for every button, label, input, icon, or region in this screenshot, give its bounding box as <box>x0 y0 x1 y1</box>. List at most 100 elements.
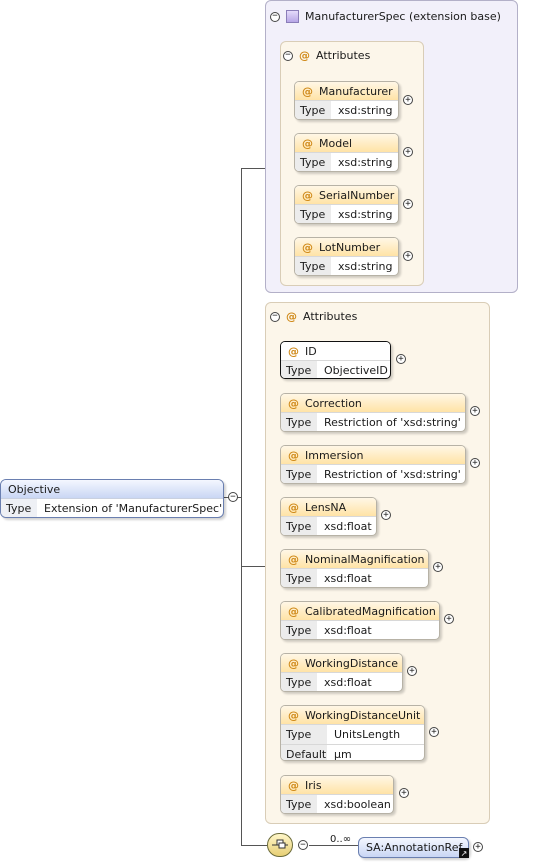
attribute-name: WorkingDistanceUnit <box>305 708 421 722</box>
connector-to-manufacturer-spec <box>241 168 266 169</box>
collapse-icon[interactable]: − <box>228 492 238 502</box>
type-key: Type <box>281 673 317 691</box>
attribute-model[interactable]: @ Model Type xsd:string <box>294 133 399 172</box>
attribute-icon: @ <box>288 448 299 462</box>
attribute-icon: @ <box>288 396 299 410</box>
expand-icon[interactable]: + <box>470 406 480 416</box>
attribute-immersion[interactable]: @ Immersion Type Restriction of 'xsd:strin… <box>280 445 466 484</box>
expand-icon[interactable]: + <box>396 354 406 364</box>
attribute-icon: @ <box>288 604 299 618</box>
attribute-id[interactable]: @ ID Type ObjectiveID <box>280 341 391 379</box>
collapse-icon[interactable]: − <box>283 50 293 61</box>
attribute-icon: @ <box>302 136 313 150</box>
default-key: Default <box>281 745 327 760</box>
type-key: Type <box>295 101 331 119</box>
attribute-name: Immersion <box>305 448 364 462</box>
type-value: Restriction of 'xsd:string' <box>324 468 461 481</box>
connector-to-attributes <box>241 566 266 567</box>
annotation-ref-element[interactable]: SA:AnnotationRef ↗ <box>358 837 469 858</box>
attribute-icon: @ <box>302 188 313 202</box>
type-key: Type <box>295 205 331 223</box>
manufacturer-spec-title: ManufacturerSpec (extension base) <box>305 10 501 23</box>
attribute-icon: @ <box>288 708 299 722</box>
type-value: xsd:string <box>338 104 393 117</box>
cardinality-label: 0..∞ <box>330 834 352 845</box>
complex-type-icon <box>286 10 299 23</box>
attribute-icon: @ <box>302 84 313 98</box>
type-key: Type <box>281 413 317 431</box>
attribute-name: WorkingDistance <box>305 656 398 670</box>
attribute-name: LensNA <box>305 500 347 514</box>
expand-icon[interactable]: + <box>381 510 391 520</box>
type-key: Type <box>295 153 331 171</box>
type-value: xsd:string <box>338 208 393 221</box>
attribute-name: Iris <box>305 778 322 792</box>
attribute-icon: @ <box>288 344 299 358</box>
attribute-correction[interactable]: @ Correction Type Restriction of 'xsd:stri… <box>280 393 466 432</box>
attribute-manufacturer[interactable]: @ Manufacturer Type xsd:string <box>294 81 399 120</box>
attribute-name: CalibratedMagnification <box>305 604 436 618</box>
attribute-icon: @ <box>288 500 299 514</box>
attribute-icon: @ <box>288 778 299 792</box>
attribute-name: Model <box>319 136 353 150</box>
attributes-label: Attributes <box>303 310 358 323</box>
expand-icon[interactable]: + <box>407 666 417 676</box>
attribute-lens-na[interactable]: @ LensNA Type xsd:float <box>280 497 377 536</box>
type-key: Type <box>1 499 37 517</box>
type-key: Type <box>281 725 327 744</box>
attribute-name: SerialNumber <box>319 188 395 202</box>
type-value: xsd:float <box>324 520 372 533</box>
type-key: Type <box>281 465 317 483</box>
type-value: xsd:float <box>324 572 372 585</box>
attribute-nominal-magnification[interactable]: @ NominalMagnification Type xsd:float <box>280 549 429 588</box>
attribute-icon: @ <box>299 49 310 62</box>
expand-icon[interactable]: + <box>403 251 413 261</box>
expand-icon[interactable]: + <box>399 788 409 798</box>
attribute-iris[interactable]: @ Iris Type xsd:boolean <box>280 775 394 814</box>
collapse-icon[interactable]: − <box>270 11 280 22</box>
element-name: SA:AnnotationRef <box>366 841 463 854</box>
type-value: xsd:boolean <box>324 798 391 811</box>
type-value: ObjectiveID <box>324 364 388 377</box>
element-name: Objective <box>8 482 61 496</box>
attribute-name: LotNumber <box>319 240 381 254</box>
expand-icon[interactable]: + <box>470 458 480 468</box>
vertical-connector <box>241 168 242 845</box>
attribute-name: Manufacturer <box>319 84 393 98</box>
type-key: Type <box>281 569 317 587</box>
reference-arrow-icon: ↗ <box>459 848 469 858</box>
expand-icon[interactable]: + <box>403 147 413 157</box>
expand-icon[interactable]: + <box>429 727 439 737</box>
expand-icon[interactable]: + <box>403 95 413 105</box>
expand-icon[interactable]: + <box>403 199 413 209</box>
type-key: Type <box>281 517 317 535</box>
attribute-name: Correction <box>305 396 362 410</box>
connector-to-annotation-ref <box>309 845 358 846</box>
attribute-icon: @ <box>288 656 299 670</box>
collapse-icon[interactable]: − <box>270 311 280 322</box>
sequence-icon <box>272 839 288 849</box>
attribute-icon: @ <box>288 552 299 566</box>
expand-icon[interactable]: + <box>433 562 443 572</box>
type-key: Type <box>281 361 317 378</box>
attribute-name: NominalMagnification <box>305 552 425 566</box>
type-key: Type <box>281 621 317 639</box>
sequence-compositor[interactable] <box>267 833 293 857</box>
attributes-label: Attributes <box>316 49 371 62</box>
type-value: Restriction of 'xsd:string' <box>324 416 461 429</box>
collapse-icon[interactable]: − <box>298 840 308 850</box>
type-key: Type <box>281 795 317 813</box>
expand-icon[interactable]: + <box>473 842 483 852</box>
type-value: xsd:string <box>338 156 393 169</box>
attribute-name: ID <box>305 344 317 358</box>
type-value: xsd:string <box>338 260 393 273</box>
attribute-serial-number[interactable]: @ SerialNumber Type xsd:string <box>294 185 399 224</box>
expand-icon[interactable]: + <box>444 614 454 624</box>
attribute-icon: @ <box>286 310 297 323</box>
default-value: µm <box>334 748 352 761</box>
